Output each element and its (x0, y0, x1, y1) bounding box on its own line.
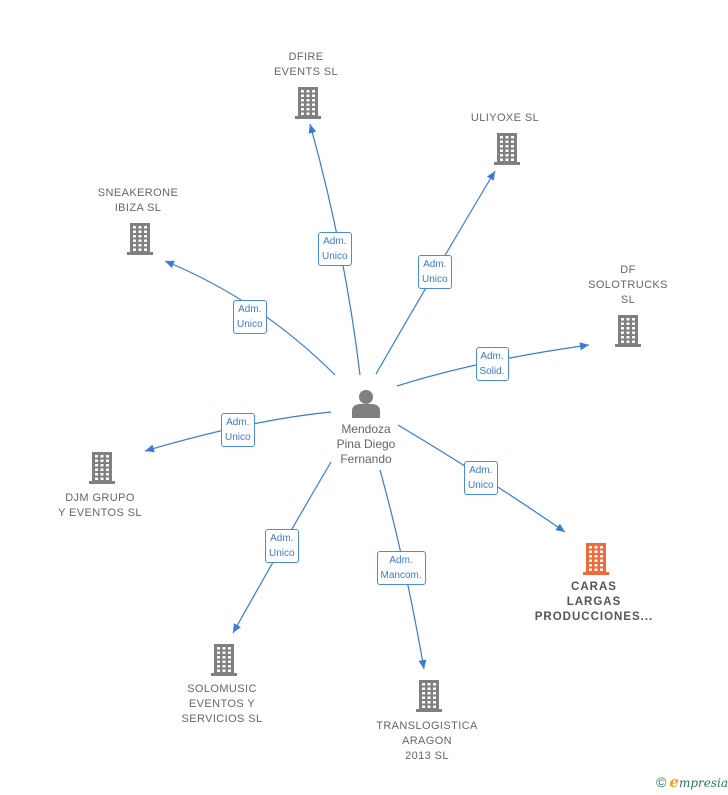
person-node-mendoza[interactable]: Mendoza Pina Diego Fernando (318, 388, 414, 467)
role-label-djmgrupo[interactable]: Adm. Unico (221, 413, 255, 447)
person-name: Mendoza Pina Diego Fernando (336, 422, 396, 466)
company-name: ULIYOXE SL (470, 112, 540, 124)
role-label-sneakerone[interactable]: Adm. Unico (233, 300, 267, 334)
building-icon (211, 644, 237, 676)
company-node-carasargas[interactable]: CARAS LARGAS PRODUCCIONES... (519, 580, 669, 625)
building-icon (615, 315, 641, 347)
role-label-carasargas[interactable]: Adm. Unico (464, 461, 498, 495)
role-label-solomusic[interactable]: Adm. Unico (265, 529, 299, 563)
building-icon (416, 680, 442, 712)
footer-brand: ©empresia (656, 773, 728, 791)
building-icon (295, 87, 321, 119)
company-node-sneakerone[interactable]: SNEAKERONE IBIZA SL (63, 186, 213, 216)
company-node-dfsolotrucks[interactable]: DF SOLOTRUCKS SL (553, 263, 703, 308)
company-name: SOLOMUSIC EVENTOS Y SERVICIOS SL (181, 683, 263, 725)
role-label-uliyoxe[interactable]: Adm. Unico (418, 255, 452, 289)
company-node-translogistica[interactable]: TRANSLOGISTICA ARAGON 2013 SL (352, 719, 502, 764)
role-label-dfsolotrucks[interactable]: Adm. Solid. (475, 347, 509, 381)
role-label-dfire[interactable]: Adm. Unico (318, 232, 352, 266)
building-icon (89, 452, 115, 484)
company-node-solomusic[interactable]: SOLOMUSIC EVENTOS Y SERVICIOS SL (147, 682, 297, 727)
brand-logo: empresia (669, 773, 728, 791)
company-name: CARAS LARGAS PRODUCCIONES... (534, 581, 654, 623)
building-icon (583, 543, 609, 575)
copyright-symbol: © (656, 774, 667, 790)
company-name: DFIRE EVENTS SL (273, 51, 339, 78)
company-name: DJM GRUPO Y EVENTOS SL (58, 492, 142, 519)
company-name: SNEAKERONE IBIZA SL (97, 187, 179, 214)
person-icon (352, 390, 380, 418)
building-icon (127, 223, 153, 255)
company-node-uliyoxe[interactable]: ULIYOXE SL (430, 111, 580, 126)
company-node-djmgrupo[interactable]: DJM GRUPO Y EVENTOS SL (25, 491, 175, 521)
company-name: DF SOLOTRUCKS SL (588, 264, 668, 306)
building-icon (494, 133, 520, 165)
role-label-translogistica[interactable]: Adm. Mancom. (376, 551, 426, 585)
company-node-dfire[interactable]: DFIRE EVENTS SL (231, 50, 381, 80)
company-name: TRANSLOGISTICA ARAGON 2013 SL (376, 720, 478, 762)
